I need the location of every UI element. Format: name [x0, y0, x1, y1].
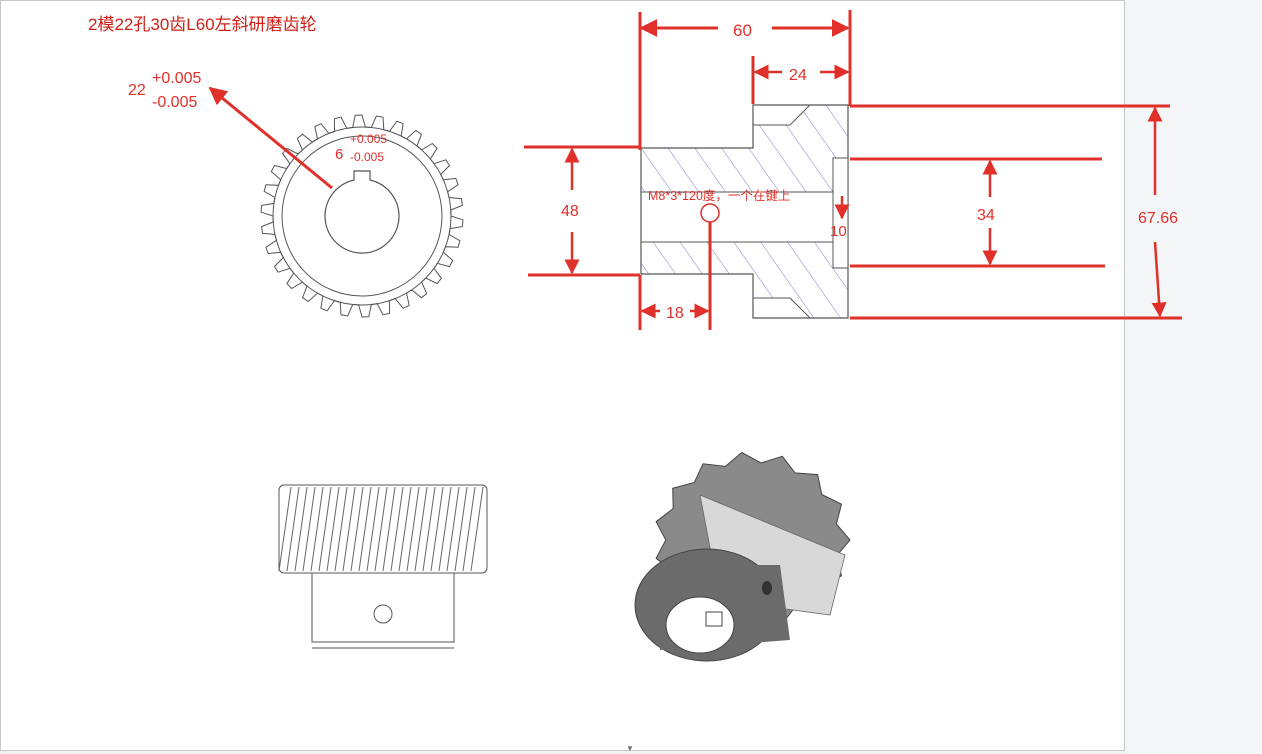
bore-tol-lower: -0.005 [152, 94, 197, 111]
helix-tooth-line [310, 486, 324, 572]
keyway-tol-lower: -0.005 [350, 150, 384, 164]
helix-tooth-line [342, 486, 356, 572]
helix-tooth-line [406, 486, 420, 572]
helix-tooth-line [286, 486, 300, 572]
gear-side-view [278, 484, 488, 649]
bore-tol-upper: +0.005 [152, 70, 201, 87]
helix-tooth-line [470, 486, 484, 572]
gear-isometric-view [634, 451, 851, 662]
helix-tooth-line [446, 486, 460, 572]
tooth-root-dia-label: 34 [977, 207, 995, 224]
helix-tooth-line [334, 486, 348, 572]
helix-tooth-line [430, 486, 444, 572]
drawing-sheet [0, 0, 1125, 751]
helix-tooth-line [326, 486, 340, 572]
viewer-gutter [1125, 0, 1262, 754]
overall-length-label: 60 [733, 21, 752, 40]
helix-tooth-line [438, 486, 452, 572]
helix-tooth-line [454, 486, 468, 572]
hub-length-label: 18 [666, 305, 684, 322]
keyway-tol-upper: +0.005 [350, 132, 387, 146]
helix-tooth-line [374, 486, 388, 572]
helix-tooth-line [390, 486, 404, 572]
helix-tooth-line [398, 486, 412, 572]
gear-width-label: 24 [789, 67, 807, 84]
helix-tooth-line [278, 486, 292, 572]
drawing-title: 2模22孔30齿L60左斜研磨齿轮 [88, 15, 317, 34]
helix-tooth-line [318, 486, 332, 572]
helix-tooth-line [382, 486, 396, 572]
hub-diameter-label: 48 [561, 203, 579, 220]
bore-diameter-label: 22 [128, 82, 146, 99]
helix-tooth-line [366, 486, 380, 572]
helix-tooth-line [414, 486, 428, 572]
helix-tooth-line [422, 486, 436, 572]
bore-leader-arrow [208, 86, 333, 190]
set-screw-hole-icon [700, 203, 720, 223]
section-dimensions: 60 24 48 18 10 M8*3*120度，一个在键上 [524, 10, 1182, 330]
set-screw-hole-icon [373, 604, 393, 624]
gear-section-view [640, 104, 849, 319]
helix-tooth-line [302, 486, 316, 572]
bore-with-keyway [324, 170, 400, 254]
outer-diameter-label: 67.66 [1138, 210, 1178, 227]
helix-tooth-line [294, 486, 308, 572]
scroll-down-icon[interactable]: ▼ [626, 744, 634, 753]
set-screw-offset-label: 10 [830, 223, 847, 240]
helix-tooth-line [358, 486, 372, 572]
set-screw-note: M8*3*120度，一个在键上 [648, 188, 790, 203]
gear-front-view [260, 114, 464, 318]
keyway-width-label: 6 [335, 146, 343, 163]
helix-tooth-line [462, 486, 476, 572]
helix-tooth-line [350, 486, 364, 572]
